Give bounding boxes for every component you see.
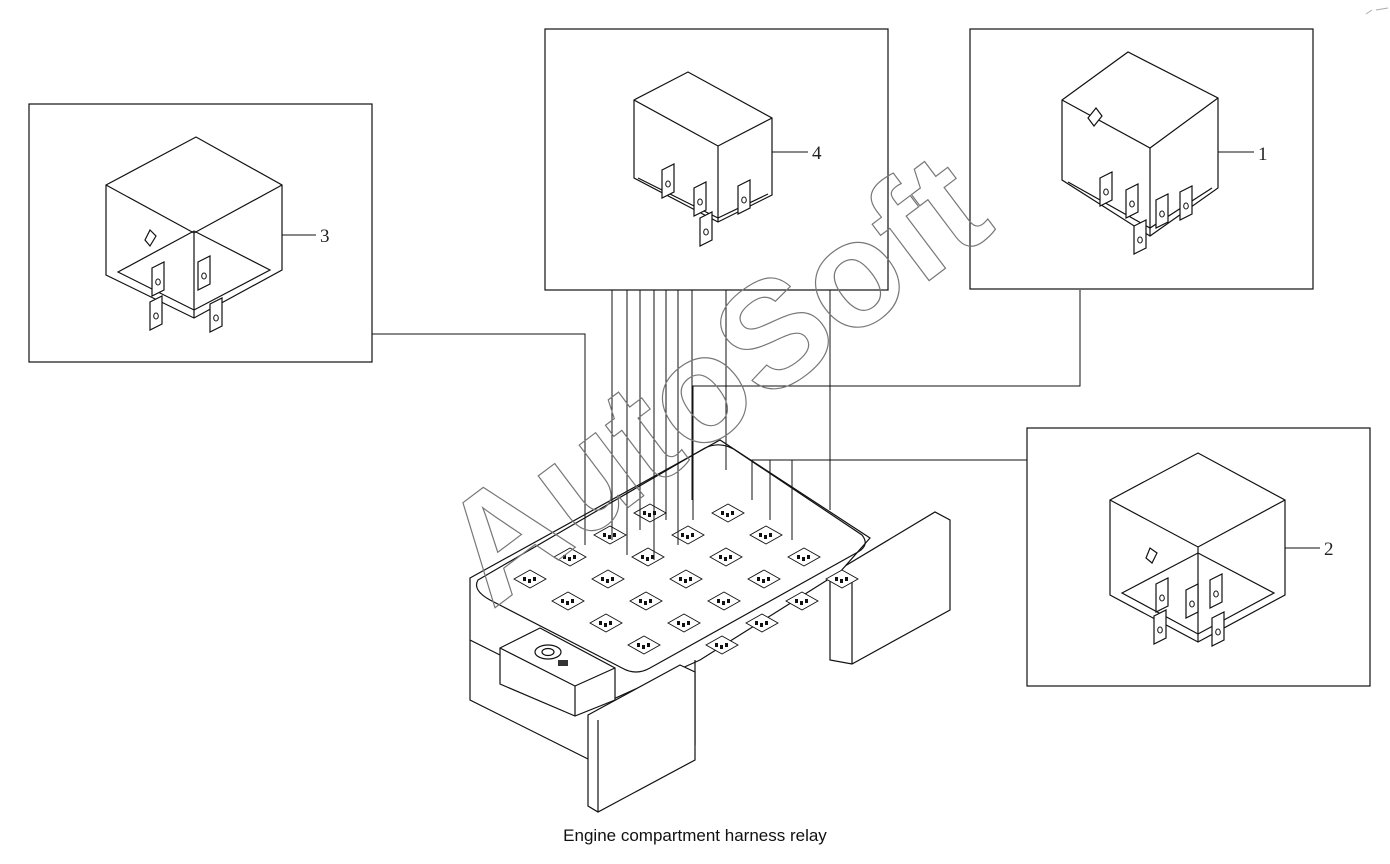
socket-terminal xyxy=(727,599,730,603)
socket-terminal xyxy=(566,601,569,605)
socket-terminal xyxy=(729,555,732,559)
socket-terminal xyxy=(647,643,650,647)
socket-terminal xyxy=(601,577,604,581)
socket-terminal xyxy=(611,577,614,581)
socket-terminal xyxy=(840,579,843,583)
socket-terminal xyxy=(651,555,654,559)
socket-terminal xyxy=(767,577,770,581)
detail-box-2: 2 xyxy=(1026,427,1371,687)
detail-box-1: 1 xyxy=(969,28,1314,290)
socket-terminal xyxy=(646,557,649,561)
callout-label-3: 3 xyxy=(320,226,330,247)
socket-terminal xyxy=(689,577,692,581)
socket-terminal xyxy=(765,621,768,625)
socket-terminal xyxy=(691,533,694,537)
relay-1-drawing xyxy=(1061,51,1219,255)
socket-terminal xyxy=(687,621,690,625)
diagram-caption: Engine compartment harness relay xyxy=(563,826,827,845)
socket-terminal xyxy=(523,577,526,581)
callout-label-2: 2 xyxy=(1324,539,1334,560)
socket-terminal xyxy=(726,513,729,517)
connector-block xyxy=(499,627,616,717)
socket-terminal xyxy=(681,533,684,537)
box-right-endplate xyxy=(829,511,951,665)
socket-terminal xyxy=(679,577,682,581)
socket-terminal xyxy=(800,601,803,605)
socket-terminal xyxy=(762,579,765,583)
socket-terminal xyxy=(603,533,606,537)
socket-terminal xyxy=(682,623,685,627)
socket-terminal xyxy=(719,555,722,559)
socket-terminal xyxy=(533,577,536,581)
socket-terminal xyxy=(528,579,531,583)
socket-terminal xyxy=(725,643,728,647)
relay-3-drawing xyxy=(105,136,283,333)
socket-terminal xyxy=(568,557,571,561)
relay-2-drawing xyxy=(1109,452,1286,647)
socket-terminal xyxy=(795,599,798,603)
socket-terminal xyxy=(563,555,566,559)
detail-box-3: 3 xyxy=(28,103,373,363)
socket-terminal xyxy=(807,555,810,559)
socket-terminal xyxy=(757,577,760,581)
socket-terminal xyxy=(606,579,609,583)
socket-terminal xyxy=(759,533,762,537)
socket-terminal xyxy=(717,599,720,603)
socket-terminal xyxy=(608,535,611,539)
socket-terminal xyxy=(561,599,564,603)
socket-terminal xyxy=(641,555,644,559)
socket-terminal xyxy=(797,555,800,559)
socket-terminal xyxy=(805,599,808,603)
socket-terminal xyxy=(642,645,645,649)
box-left-endplate xyxy=(587,664,696,813)
socket-terminal xyxy=(609,621,612,625)
socket-terminal xyxy=(639,599,642,603)
relay-4-drawing xyxy=(633,71,773,247)
callout-label-4: 4 xyxy=(812,143,822,164)
socket-terminal xyxy=(760,623,763,627)
socket-terminal xyxy=(835,577,838,581)
socket-terminal xyxy=(684,579,687,583)
socket-terminal xyxy=(677,621,680,625)
socket-terminal xyxy=(802,557,805,561)
socket-terminal xyxy=(573,555,576,559)
corner-mark xyxy=(1365,7,1389,15)
socket-terminal xyxy=(731,511,734,515)
leader-lines xyxy=(372,290,1081,560)
callout-label-1: 1 xyxy=(1258,144,1268,165)
socket-terminal xyxy=(571,599,574,603)
relay-sockets xyxy=(513,503,859,655)
socket-terminal xyxy=(637,643,640,647)
socket-terminal xyxy=(715,643,718,647)
socket-terminal xyxy=(604,623,607,627)
socket-terminal xyxy=(613,533,616,537)
socket-terminal xyxy=(648,513,651,517)
socket-terminal xyxy=(599,621,602,625)
socket-terminal xyxy=(686,535,689,539)
socket-terminal xyxy=(755,621,758,625)
socket-terminal xyxy=(845,577,848,581)
socket-terminal xyxy=(643,511,646,515)
socket-terminal xyxy=(644,601,647,605)
socket-terminal xyxy=(721,511,724,515)
socket-terminal xyxy=(722,601,725,605)
detail-box-4: 4 xyxy=(544,28,889,291)
socket-terminal xyxy=(724,557,727,561)
socket-terminal xyxy=(764,535,767,539)
socket-terminal xyxy=(720,645,723,649)
socket-terminal xyxy=(649,599,652,603)
socket-terminal xyxy=(769,533,772,537)
